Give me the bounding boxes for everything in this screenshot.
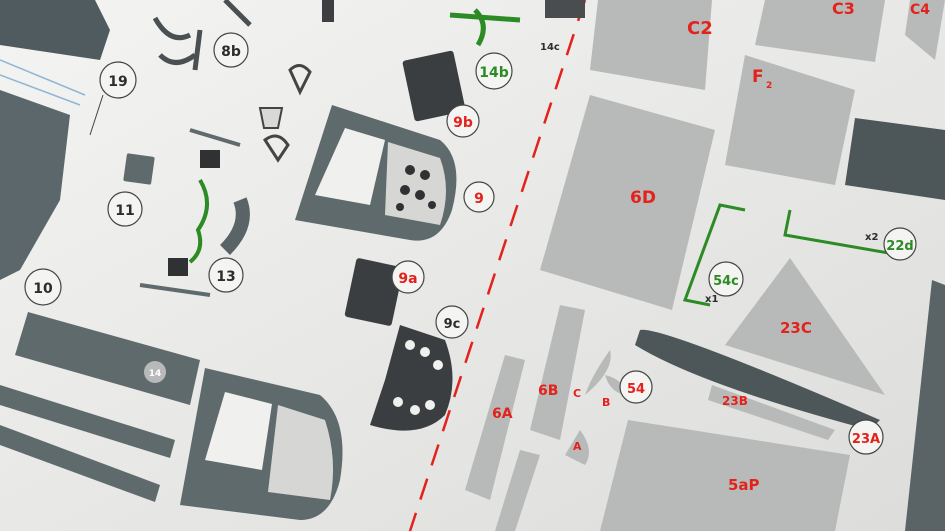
blade-part-A — [565, 430, 589, 465]
label-9c: 9c — [444, 317, 461, 332]
blue-guide-lines — [0, 59, 86, 106]
grey-part-bottom-left-strip — [495, 450, 540, 531]
label-54: 54 — [627, 382, 645, 397]
label-10: 10 — [33, 281, 53, 297]
fuselage-part-left — [0, 90, 70, 280]
label-11: 11 — [115, 203, 134, 219]
panel-part-9b — [402, 50, 466, 122]
label-6B: 6B — [538, 383, 558, 399]
label-6A: 6A — [492, 406, 513, 422]
long-strip-lower-2 — [0, 425, 160, 502]
label-14: 14 — [149, 369, 162, 379]
label-A: A — [573, 440, 582, 453]
label-C4: C4 — [910, 2, 930, 18]
callout-circle-22d — [883, 227, 917, 261]
callout-circle-9a — [391, 260, 425, 294]
label-14b: 14b — [479, 65, 509, 81]
grey-part-F2 — [725, 55, 855, 185]
label-13: 13 — [216, 269, 235, 285]
lower-dashboard-instruments — [268, 405, 334, 500]
dark-part-right-edge — [905, 280, 945, 531]
grey-part-C4 — [905, 0, 945, 60]
green-bent-strip — [188, 178, 209, 264]
dashboard-9-window — [315, 128, 385, 205]
dark-part-right-upper — [845, 118, 945, 200]
callout-circle-23A — [848, 419, 884, 455]
label-22d: 22d — [886, 239, 913, 254]
green-part-14b — [449, 8, 521, 47]
part-13-box-top — [200, 150, 220, 168]
label-F2: F — [752, 67, 764, 87]
label-5aP: 5aP — [728, 476, 760, 494]
callout-circle-8b — [213, 32, 249, 68]
lower-dashboard-window — [205, 392, 272, 470]
label-9b: 9b — [453, 115, 473, 131]
label-x1: x1 — [705, 294, 718, 305]
label-C3: C3 — [832, 0, 855, 18]
fuselage-part-top-left — [0, 0, 110, 60]
dashboard-9-gauges — [396, 165, 436, 211]
small-bracket-parts — [258, 64, 312, 163]
callout-circle-10 — [24, 268, 62, 306]
dashed-cut-line — [408, 0, 587, 531]
grey-part-5aP — [600, 420, 850, 531]
grey-part-6D — [540, 95, 715, 310]
label-19: 19 — [108, 74, 127, 90]
part-14-disc — [144, 361, 166, 383]
callout-circle-9 — [463, 181, 495, 213]
grey-part-23C — [725, 258, 885, 395]
label-9: 9 — [474, 191, 484, 207]
grey-part-C3 — [755, 0, 885, 62]
label-8b: 8b — [221, 44, 241, 60]
green-bracket-54c — [682, 203, 746, 307]
callout-circle-13 — [208, 257, 244, 293]
label-B: B — [602, 396, 610, 409]
part-11-square — [123, 153, 155, 185]
label-C: C — [573, 387, 581, 400]
grey-part-23B — [708, 385, 835, 440]
label-9a: 9a — [398, 271, 417, 287]
blade-part-C — [585, 350, 611, 395]
grey-part-6B — [530, 305, 585, 440]
label-F2-subscript: 2 — [766, 81, 772, 91]
parts-8b-group — [152, 0, 334, 71]
label-x2: x2 — [865, 232, 878, 243]
panel-part-9a — [344, 258, 404, 326]
grey-part-6A — [465, 355, 525, 500]
callout-circle-9b — [446, 104, 480, 138]
label-23A: 23A — [852, 432, 880, 447]
callout-circle-11 — [107, 191, 143, 227]
dark-arc-part — [219, 197, 250, 255]
label-14c: 14c — [540, 42, 560, 53]
label-6D: 6D — [630, 188, 656, 208]
label-54c: 54c — [713, 274, 739, 289]
callout-circle-9c — [435, 305, 469, 339]
label-23B: 23B — [722, 394, 748, 408]
callout-circle-54c — [708, 261, 744, 297]
callout-circle-14b — [475, 52, 513, 90]
callout-circle-19 — [99, 61, 137, 99]
grey-part-C2 — [590, 0, 712, 90]
part-13-box-bottom — [168, 258, 188, 276]
label-C2: C2 — [687, 18, 713, 39]
callout-circle-54 — [619, 370, 653, 404]
label-23C: 23C — [780, 319, 812, 337]
long-strip-lower-1 — [0, 385, 175, 458]
dark-wing-strip — [635, 329, 880, 430]
panel-9c-dials — [393, 340, 443, 415]
